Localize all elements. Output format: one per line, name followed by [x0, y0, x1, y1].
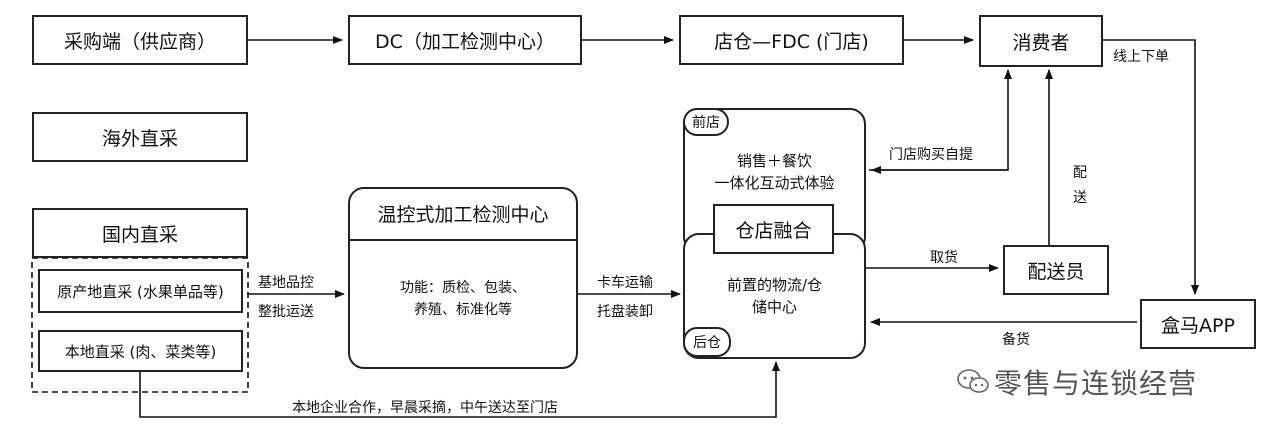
supplier-label: 采购端（供应商） — [63, 30, 216, 53]
store-back-desc: 前置的物流/仓 储中心 — [727, 274, 822, 318]
store-back-line2: 储中心 — [751, 298, 797, 316]
label-pallet: 托盘装卸 — [597, 304, 653, 320]
processing-desc-line1: 功能：质检、包装、 — [400, 280, 526, 296]
label-delivery-1: 配 — [1073, 165, 1087, 181]
store-back-line1: 前置的物流/仓 — [726, 276, 823, 294]
origin-direct-label: 原产地直采 (水果单品等) — [57, 282, 224, 301]
store-merge-label: 仓店融合 — [735, 219, 812, 242]
processing-center-title: 温控式加工检测中心 — [350, 189, 576, 241]
domestic-dashed-frame — [31, 257, 249, 393]
dc-box: DC（加工检测中心） — [348, 15, 582, 65]
local-direct-box: 本地直采 (肉、菜类等) — [38, 330, 243, 372]
arrow-local-store — [139, 361, 780, 418]
processing-center-desc: 功能：质检、包装、 养殖、标准化等 — [400, 277, 526, 321]
label-online-order: 线上下单 — [1113, 49, 1169, 65]
overseas-label: 海外直采 — [101, 127, 178, 150]
label-base-qc: 基地品控 — [258, 275, 314, 291]
label-local-coop: 本地企业合作，早晨采摘，中午送达至门店 — [292, 400, 558, 416]
store-merge-box: 仓店融合 — [713, 204, 834, 254]
supplier-box: 采购端（供应商） — [32, 15, 248, 65]
local-direct-label: 本地直采 (肉、菜类等) — [64, 342, 217, 361]
label-stock: 备货 — [1002, 332, 1030, 348]
dc-label: DC（加工检测中心） — [375, 30, 555, 53]
watermark: 零售与连锁经营 — [956, 362, 1197, 402]
label-pickup: 取货 — [930, 250, 958, 266]
front-store-tag: 前店 — [683, 108, 729, 136]
arrow-consumer-app — [1103, 39, 1199, 295]
domestic-label: 国内直采 — [101, 223, 178, 246]
store-front-desc: 销售＋餐饮 一体化互动式体验 — [714, 150, 834, 194]
hema-app-label: 盒马APP — [1161, 314, 1235, 337]
label-truck: 卡车运输 — [597, 275, 653, 291]
label-store-pickup: 门店购买自提 — [889, 147, 973, 163]
consumer-box: 消费者 — [979, 15, 1103, 67]
label-batch-ship: 整批运送 — [258, 304, 314, 320]
origin-direct-box: 原产地直采 (水果单品等) — [38, 269, 243, 313]
store-front-line1: 销售＋餐饮 — [736, 152, 812, 170]
consumer-label: 消费者 — [1012, 31, 1070, 54]
overseas-box: 海外直采 — [32, 112, 248, 162]
courier-label: 配送员 — [1027, 260, 1085, 283]
hema-app-box: 盒马APP — [1140, 299, 1256, 349]
fdc-box: 店仓—FDC (门店) — [679, 15, 904, 65]
back-store-tag: 后仓 — [683, 327, 731, 357]
processing-desc-line2: 养殖、标准化等 — [414, 302, 512, 318]
courier-box: 配送员 — [1003, 245, 1109, 295]
domestic-box: 国内直采 — [32, 208, 248, 258]
processing-center-box: 温控式加工检测中心 功能：质检、包装、 养殖、标准化等 — [348, 187, 578, 369]
label-delivery-2: 送 — [1073, 190, 1087, 206]
fdc-label: 店仓—FDC (门店) — [714, 30, 869, 53]
watermark-text: 零售与连锁经营 — [994, 367, 1198, 400]
chat-bubble-icon — [957, 369, 989, 393]
store-front-line2: 一体化互动式体验 — [714, 174, 835, 192]
